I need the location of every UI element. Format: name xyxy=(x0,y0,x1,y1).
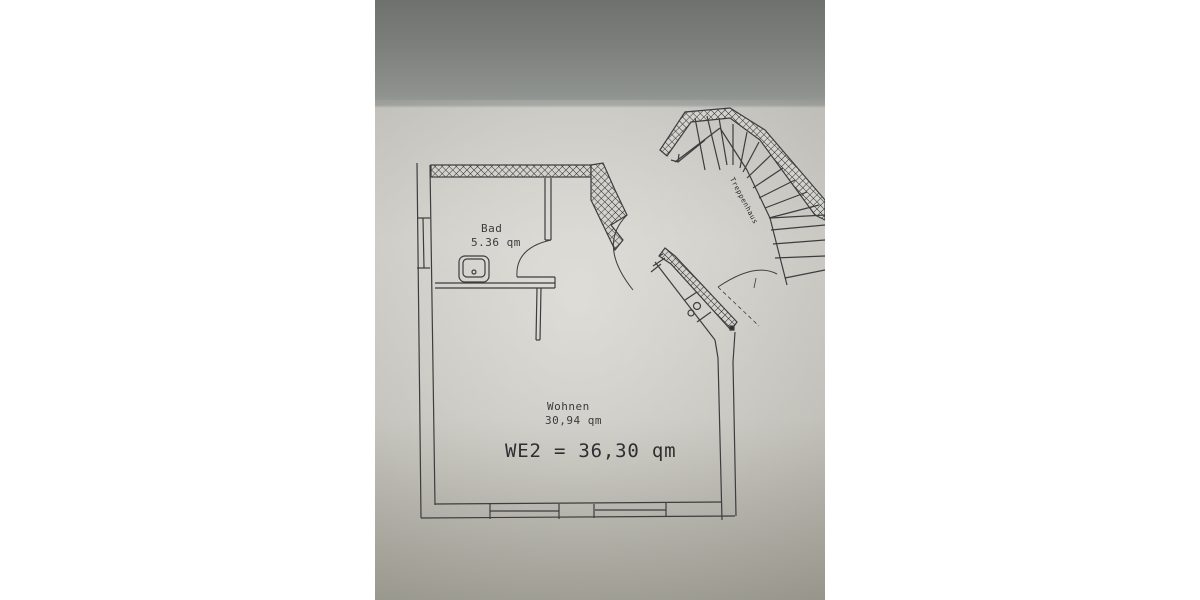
bathroom-bottom-wall xyxy=(435,276,556,341)
room-area-wohnen: 30,94 qm xyxy=(545,414,602,427)
room-name-bad: Bad xyxy=(481,222,503,235)
total-area-label: WE2 = 36,30 qm xyxy=(505,440,677,462)
stairwell xyxy=(659,107,825,286)
bottom-outer-wall xyxy=(420,501,736,519)
bathroom-top-wall xyxy=(430,162,628,252)
floor-plan-photo: Bad 5.36 qm Wohnen 30,94 qm WE2 = 36,30 … xyxy=(375,0,825,600)
entrance-door-swing xyxy=(613,214,634,291)
left-outer-wall xyxy=(416,162,436,519)
stair-door-swing xyxy=(717,269,778,288)
room-name-wohnen: Wohnen xyxy=(547,400,590,413)
stove-burner-icon xyxy=(687,309,695,317)
sink-icon xyxy=(458,255,490,283)
right-outer-wall xyxy=(714,331,737,521)
bathroom-partition xyxy=(544,178,552,241)
stove-burner-icon xyxy=(692,301,702,311)
room-area-bad: 5.36 qm xyxy=(471,236,521,249)
bathroom-door-swing xyxy=(516,239,552,278)
kitchen-wall xyxy=(650,247,738,341)
floor-plan-drawing xyxy=(416,107,825,521)
